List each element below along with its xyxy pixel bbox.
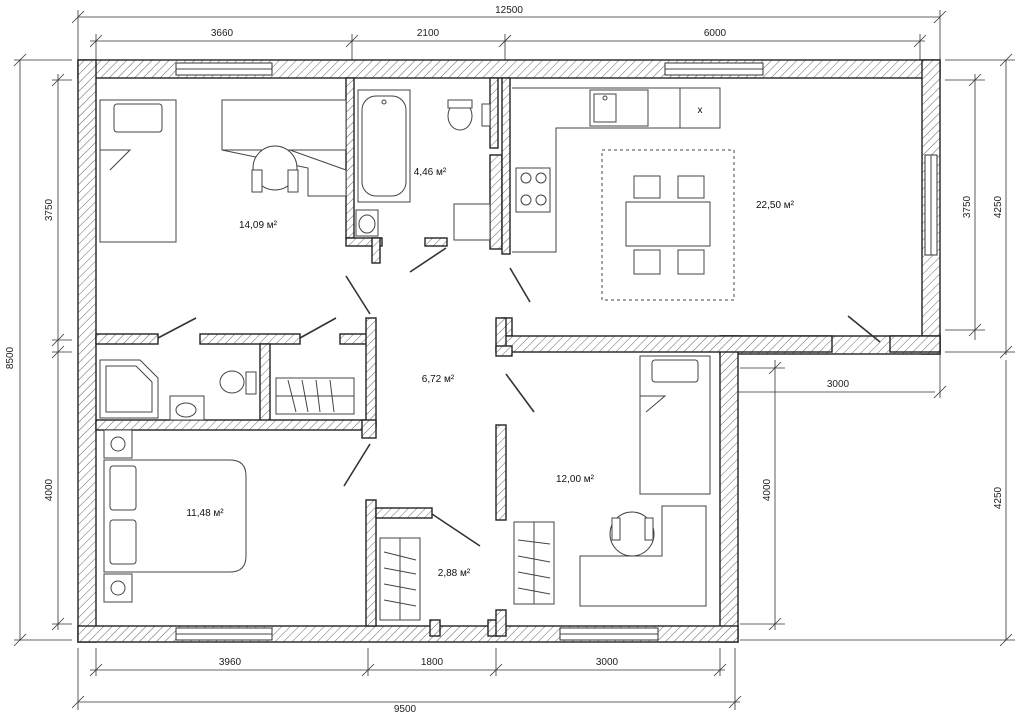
door-bedroom-se <box>505 373 535 413</box>
closet-furniture <box>379 537 421 621</box>
door-kitchen <box>509 267 531 303</box>
dim-left-upper: 3750 <box>44 198 55 221</box>
desk-icon <box>221 99 347 151</box>
chair-icon <box>633 175 661 199</box>
dim-right-lower-inner: 4000 <box>762 478 773 501</box>
door-closet <box>431 513 481 547</box>
dim-right-upper-inner: 3750 <box>962 195 973 218</box>
door-bedroom-nw <box>345 275 371 315</box>
door-bedroom-sw <box>343 443 371 487</box>
svg-text:x: x <box>698 105 703 116</box>
rug-icon <box>601 149 735 301</box>
chair-icon <box>609 511 655 557</box>
area-hall: 6,72 м² <box>422 374 455 385</box>
doors <box>157 247 881 547</box>
area-bedroom-nw: 14,09 м² <box>239 220 278 231</box>
storage-shelves <box>275 377 355 415</box>
dim-mid-right-step: 3000 <box>827 379 850 390</box>
dim-bottom-seg1: 3960 <box>219 657 242 668</box>
bed-icon <box>103 459 247 573</box>
bedroom-se-furniture <box>513 355 711 607</box>
shower-icon <box>99 359 159 419</box>
area-kitchen-living: 22,50 м² <box>756 200 795 211</box>
door-kitchen-exit <box>847 315 881 343</box>
dim-top-seg1: 3660 <box>211 28 234 39</box>
fridge-icon <box>679 87 721 129</box>
door-storage <box>299 317 337 339</box>
area-closet: 2,88 м² <box>438 568 471 579</box>
dining-table-icon <box>625 201 711 247</box>
toilet-icon <box>219 370 245 394</box>
kitchen-furniture: x <box>512 87 735 301</box>
washer-icon <box>453 203 491 241</box>
bathroom-fixtures <box>355 89 491 241</box>
dim-left-lower: 4000 <box>44 478 55 501</box>
nightstand-icon <box>103 429 133 459</box>
dim-right-upper-outer: 4250 <box>993 195 1004 218</box>
dim-left-total: 8500 <box>5 346 16 369</box>
kitchen-sink-icon <box>589 89 649 127</box>
dim-bottom-seg2: 1800 <box>421 657 444 668</box>
dim-top-seg3: 6000 <box>704 28 727 39</box>
dim-right-lower-outer: 4250 <box>993 486 1004 509</box>
area-bedroom-sw: 11,48 м² <box>186 508 224 519</box>
sink-icon <box>169 395 205 421</box>
windows <box>175 62 938 641</box>
area-bedroom-se: 12,00 м² <box>556 474 595 485</box>
door-bathroom <box>409 247 447 273</box>
chair-icon <box>252 145 298 191</box>
area-bathroom: 4,46 м² <box>414 167 447 178</box>
bedroom-nw-furniture <box>99 99 347 243</box>
dimension-lines <box>13 10 1015 710</box>
dim-top-seg2: 2100 <box>417 28 440 39</box>
dim-bottom-seg3: 3000 <box>596 657 619 668</box>
wc-fixtures <box>99 359 257 421</box>
dim-top-total: 12500 <box>495 5 523 16</box>
bedroom-sw-furniture <box>103 429 247 603</box>
dim-bottom-total: 9500 <box>394 704 417 715</box>
desk-icon <box>579 505 707 607</box>
door-wc <box>157 317 197 339</box>
